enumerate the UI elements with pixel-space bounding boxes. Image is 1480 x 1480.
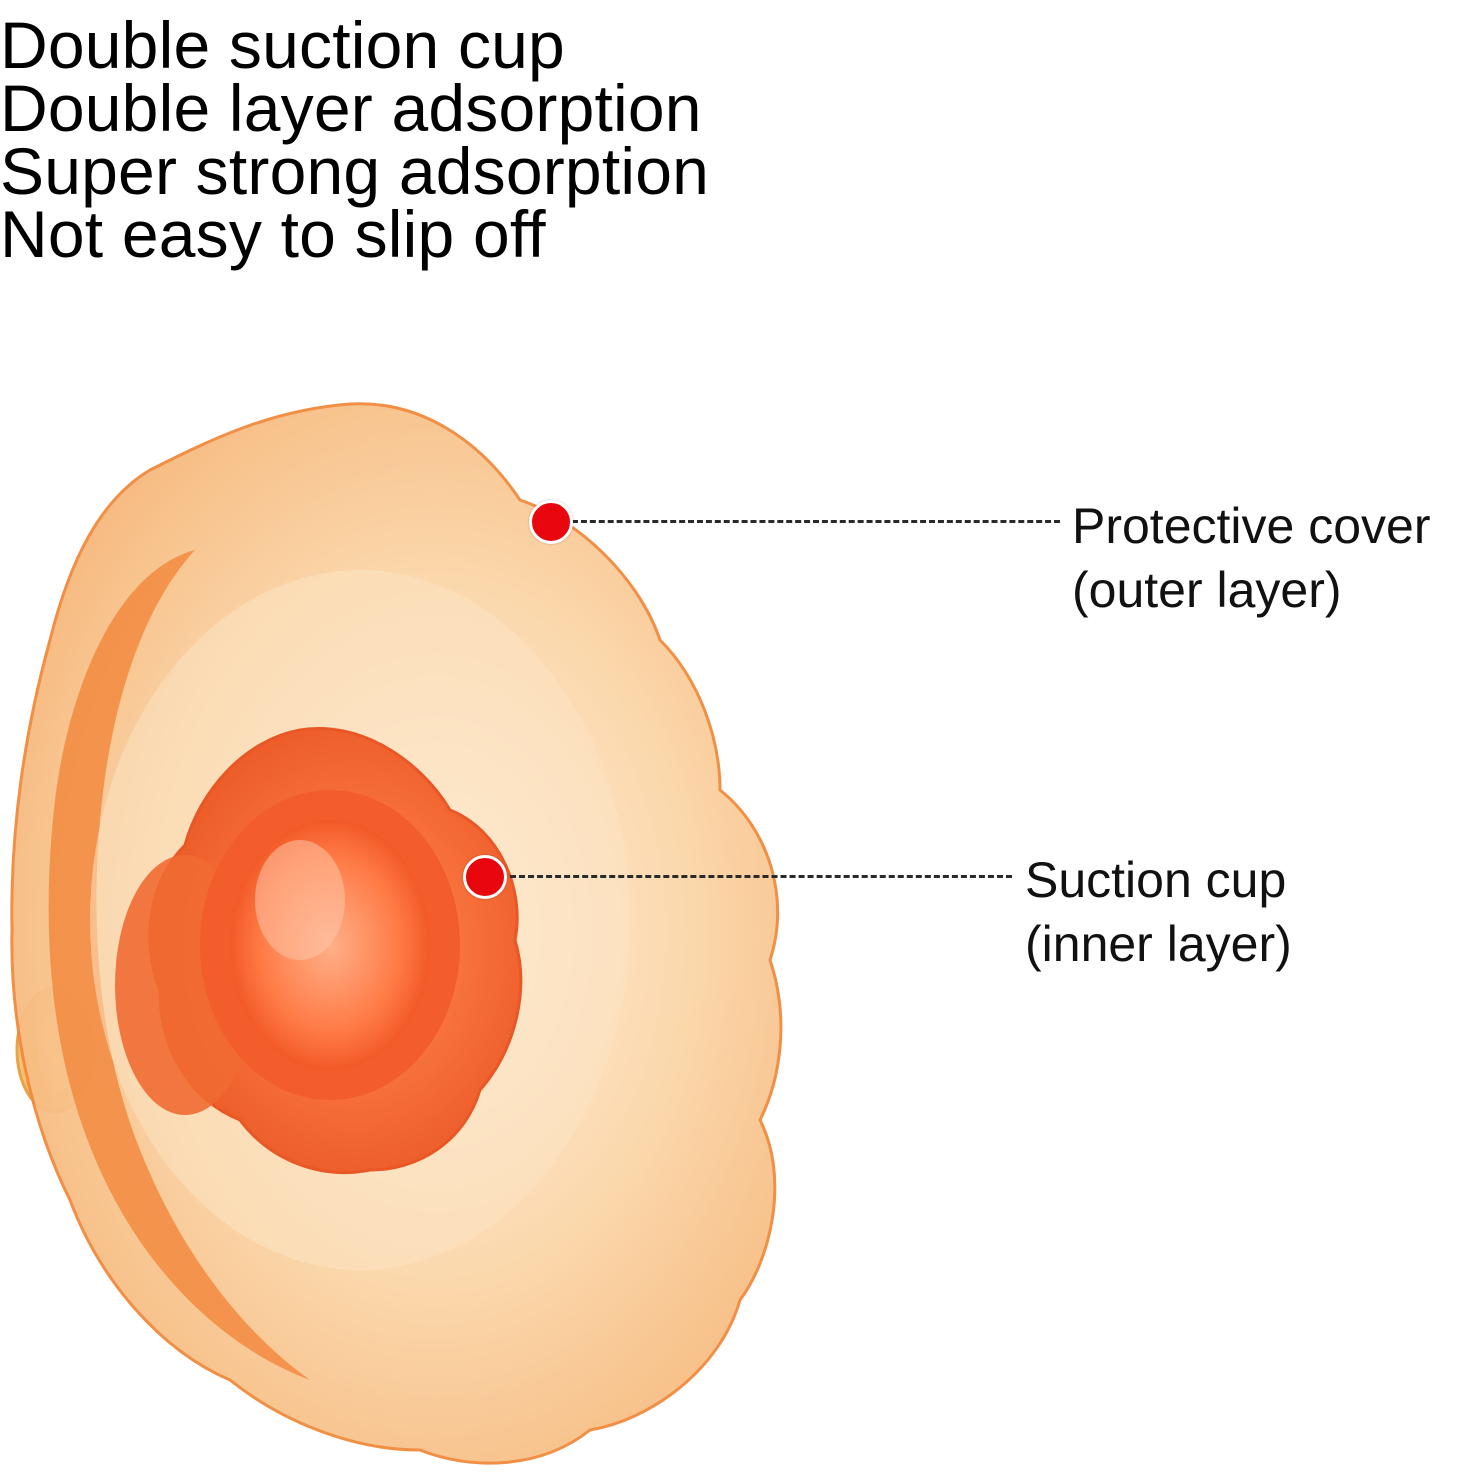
headline-line-2: Double layer adsorption xyxy=(0,71,702,145)
callout-subtitle: (inner layer) xyxy=(1025,916,1292,972)
callout-leader-protective-cover xyxy=(572,520,1060,523)
outer-rim-band xyxy=(48,550,310,1380)
marker-dot-suction-cup xyxy=(463,855,507,899)
callout-leader-suction-cup xyxy=(510,875,1012,878)
headline-line-3: Super strong adsorption xyxy=(0,134,710,208)
headline-line-1: Double suction cup xyxy=(0,8,565,82)
inner-cup-highlight xyxy=(255,840,345,960)
callout-subtitle: (outer layer) xyxy=(1072,562,1342,618)
headline: Double suction cup Double layer adsorpti… xyxy=(0,8,710,271)
callout-label-protective-cover: Protective cover (outer layer) xyxy=(1072,494,1430,622)
callout-title: Protective cover xyxy=(1072,498,1431,554)
marker-dot-protective-cover xyxy=(529,500,573,544)
suction-cup-illustration xyxy=(10,402,783,1465)
callout-label-suction-cup: Suction cup (inner layer) xyxy=(1025,848,1292,976)
headline-line-4: Not easy to slip off xyxy=(0,197,546,271)
callout-title: Suction cup xyxy=(1025,852,1287,908)
